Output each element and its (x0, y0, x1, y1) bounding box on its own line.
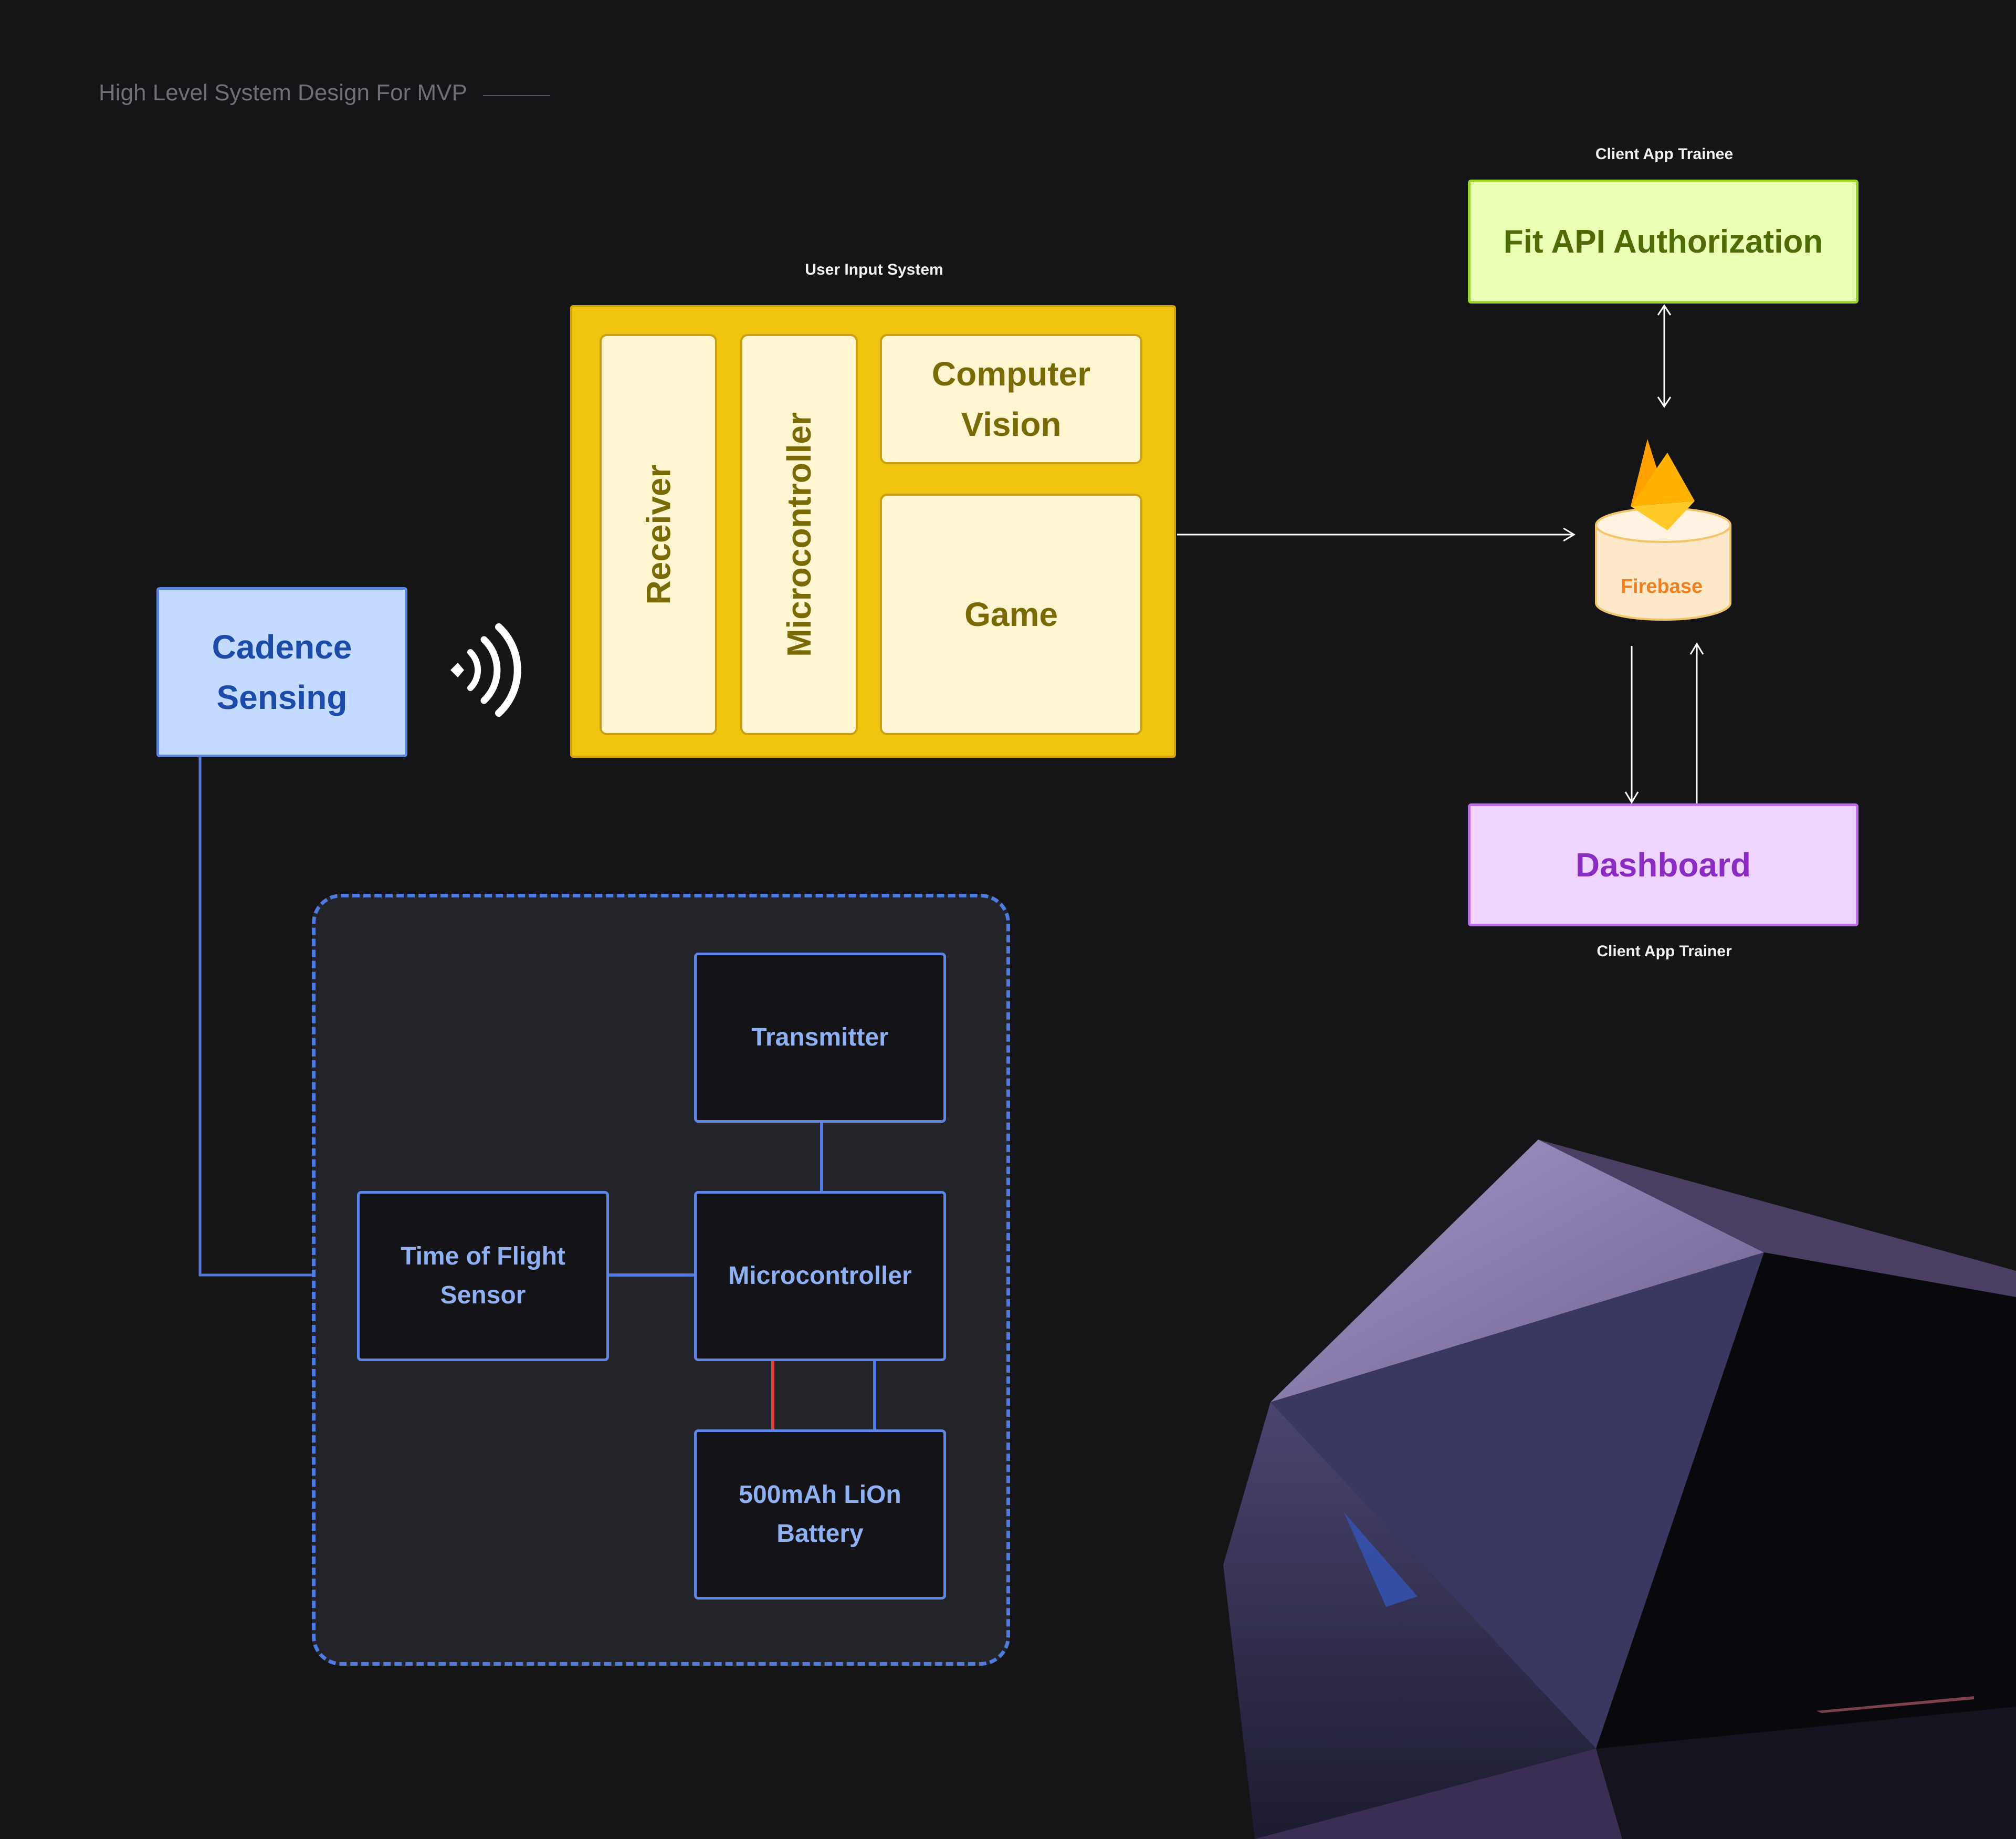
transmitter-block: Transmitter (694, 953, 946, 1123)
battery-label-line2: Battery (776, 1520, 864, 1548)
uis-microcontroller-block: Microcontroller (740, 334, 858, 735)
cadence-label-line2: Sensing (216, 678, 348, 716)
receiver-block: Receiver (600, 334, 717, 735)
tof-label-line1: Time of Flight (401, 1242, 565, 1270)
client-app-trainee-caption: Client App Trainee (1595, 145, 1734, 163)
title-divider (483, 95, 550, 96)
tof-sensor-block: Time of Flight Sensor (357, 1191, 609, 1361)
dashboard-block: Dashboard (1468, 803, 1858, 926)
battery-label-line1: 500mAh LiOn (739, 1480, 901, 1509)
dashboard-label: Dashboard (1575, 846, 1751, 884)
cadence-label-line1: Cadence (212, 628, 352, 666)
battery-block: 500mAh LiOn Battery (694, 1429, 946, 1600)
page-title: High Level System Design For MVP (99, 80, 467, 106)
user-input-system-caption: User Input System (805, 261, 943, 278)
fit-api-label: Fit API Authorization (1503, 223, 1823, 260)
computer-vision-block: Computer Vision (880, 334, 1142, 464)
game-block: Game (880, 494, 1142, 735)
fit-api-authorization-block: Fit API Authorization (1468, 180, 1858, 304)
cadence-module-wire (198, 757, 312, 1277)
computer-vision-label-line1: Computer (931, 355, 1091, 393)
firebase-flame-icon (1631, 439, 1695, 530)
transmitter-label: Transmitter (751, 1023, 889, 1051)
fit-api-firebase-arrow (1657, 304, 1672, 408)
cadence-sensing-block: Cadence Sensing (156, 587, 407, 757)
module-microcontroller-label: Microcontroller (728, 1261, 912, 1290)
dashboard-to-firebase-arrow (1689, 642, 1704, 803)
tof-label-line2: Sensor (440, 1281, 526, 1309)
module-microcontroller-block: Microcontroller (694, 1191, 946, 1361)
client-app-trainer-caption: Client App Trainer (1597, 943, 1732, 960)
firebase-label: Firebase (1620, 576, 1703, 598)
wireless-signal-icon (450, 623, 521, 717)
game-label: Game (964, 595, 1058, 633)
uis-to-firebase-arrow (1177, 527, 1576, 542)
firebase-to-dashboard-arrow (1624, 646, 1639, 804)
computer-vision-label-line2: Vision (961, 405, 1062, 443)
